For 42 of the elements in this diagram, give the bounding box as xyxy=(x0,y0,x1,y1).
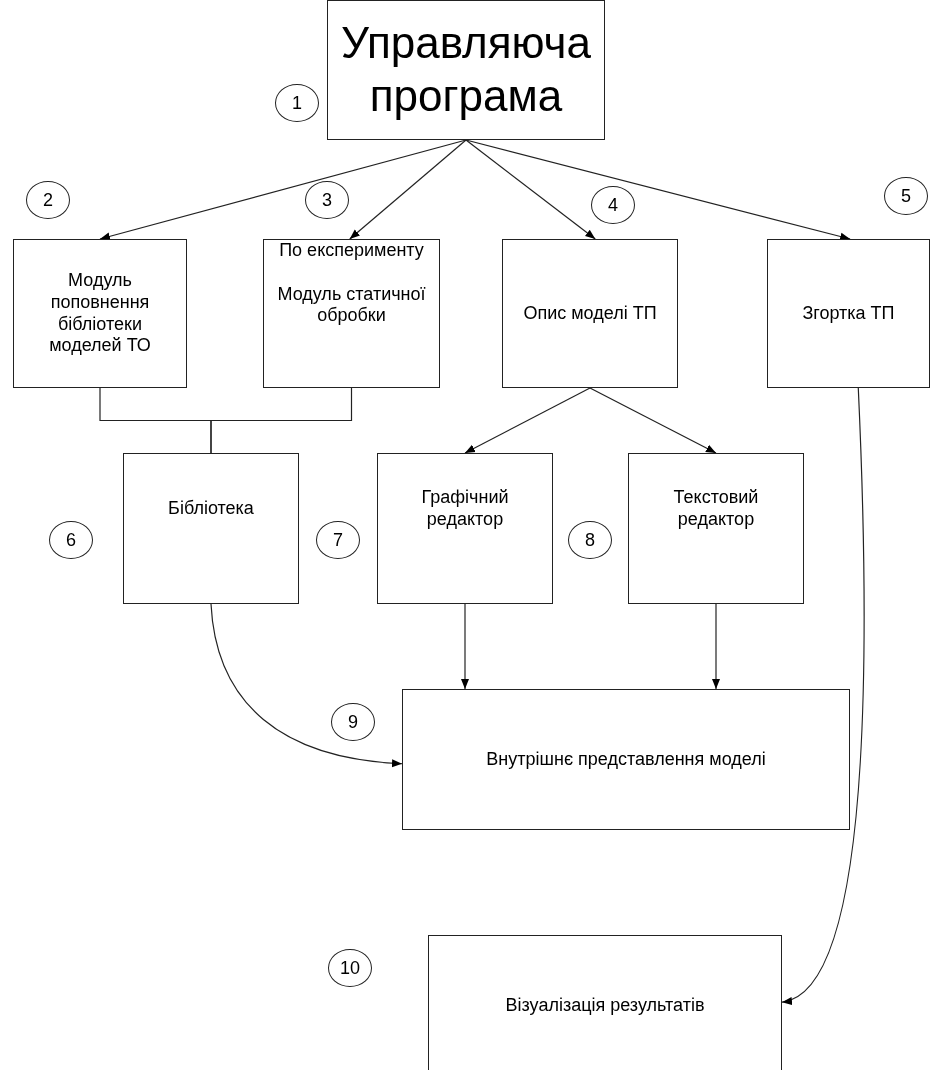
box-label: Опис моделі ТП xyxy=(523,302,657,325)
box-label: По експерименту xyxy=(279,240,424,262)
process-box xyxy=(628,453,804,604)
arrow xyxy=(465,139,596,240)
callout-number: 7 xyxy=(316,521,360,559)
process-box xyxy=(123,453,299,604)
box-label: Текстовий редактор xyxy=(672,486,760,531)
box-label: Модуль статичної обробки xyxy=(276,283,427,327)
arrow xyxy=(712,603,720,690)
callout-number: 6 xyxy=(49,521,93,559)
callout-number: 1 xyxy=(275,84,319,122)
box-label: Бібліотека xyxy=(168,497,254,520)
box-label: Внутрішнє представлення моделі xyxy=(486,748,766,771)
arrow xyxy=(461,603,469,690)
callout-number: 8 xyxy=(568,521,612,559)
arrow xyxy=(465,139,851,241)
process-box xyxy=(13,239,187,388)
arrow xyxy=(464,387,591,454)
process-box xyxy=(327,0,605,140)
process-box xyxy=(767,239,930,388)
arrow xyxy=(349,139,467,240)
box-label: Модуль поповнення бібліотеки моделей ТО xyxy=(48,270,152,357)
process-box xyxy=(377,453,553,604)
arrow xyxy=(99,139,467,241)
box-label: Управляюча програма xyxy=(339,17,592,122)
box-label: Візуалізація результатів xyxy=(505,994,705,1017)
process-box xyxy=(263,239,440,388)
callout-number: 4 xyxy=(591,186,635,224)
arrow xyxy=(781,387,865,1003)
process-box xyxy=(428,935,782,1070)
arrow xyxy=(589,387,717,454)
callout-number: 10 xyxy=(328,949,372,987)
process-box xyxy=(502,239,678,388)
connector-line xyxy=(210,387,353,454)
callout-number: 9 xyxy=(331,703,375,741)
box-label: Згортка ТП xyxy=(802,302,895,325)
callout-number: 2 xyxy=(26,181,70,219)
arrow xyxy=(210,603,403,767)
process-box xyxy=(402,689,850,830)
box-label: Графічний редактор xyxy=(420,486,510,531)
callout-number: 5 xyxy=(884,177,928,215)
callout-number: 3 xyxy=(305,181,349,219)
